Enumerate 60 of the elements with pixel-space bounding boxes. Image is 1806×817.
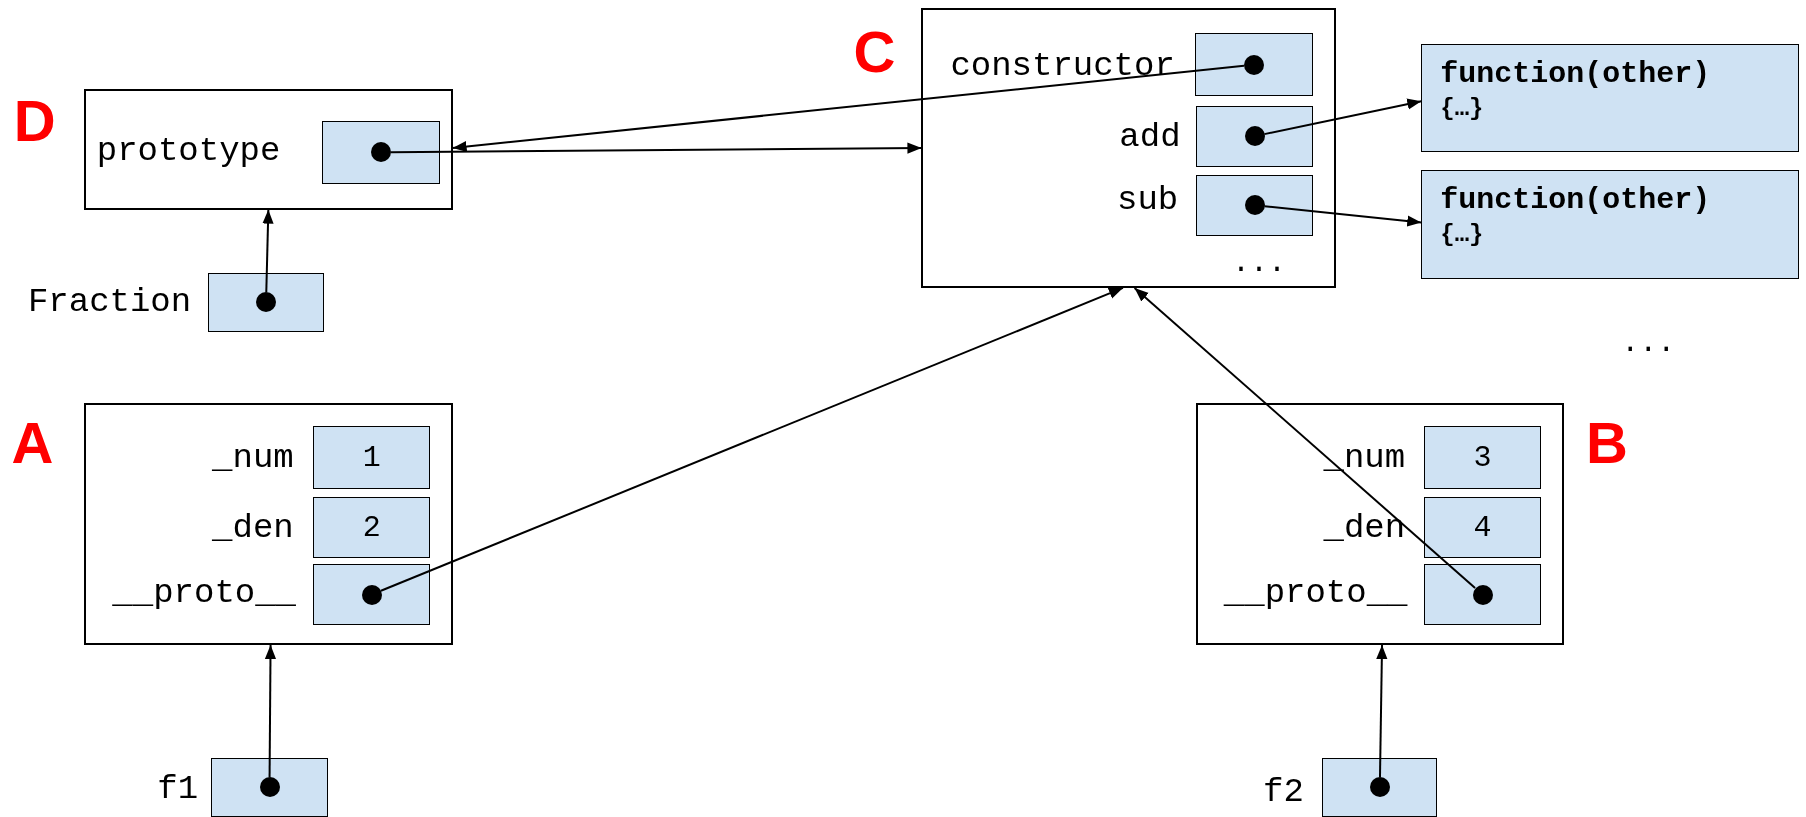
pointer-dot (1243, 54, 1264, 75)
pointer-arrow (451, 64, 1245, 153)
pointer-arrow (1133, 286, 1477, 589)
object-letter: B (1586, 414, 1628, 473)
value-slot: 2 (312, 497, 431, 559)
object-box (921, 8, 1337, 288)
field-name: __proto__ (1223, 576, 1408, 611)
value-slot: 3 (1424, 425, 1541, 490)
pointer-slot (208, 272, 324, 332)
field-name: _den (1323, 510, 1406, 545)
pointer-arrow (262, 208, 274, 294)
pointer-dot (1244, 195, 1265, 216)
function-signature: function(other) (1440, 56, 1711, 91)
field-name: f2 (1263, 775, 1304, 810)
pointer-slot (312, 564, 431, 626)
ellipsis-text: ... (1231, 247, 1286, 278)
field-name: add (1119, 120, 1181, 155)
pointer-dot (1472, 584, 1493, 605)
pointer-dot (370, 142, 391, 163)
value-slot: 4 (1424, 497, 1541, 559)
object-letter: D (13, 91, 56, 150)
function-box (1421, 43, 1800, 153)
function-box (1421, 170, 1800, 279)
object-box (84, 403, 453, 645)
pointer-dot (361, 584, 382, 605)
field-name: prototype (96, 133, 281, 168)
pointer-slot (1196, 174, 1313, 236)
ellipsis-text: ... (1621, 328, 1676, 359)
pointer-slot (1322, 757, 1438, 817)
pointer-dot (259, 777, 280, 798)
field-name: _num (1323, 441, 1406, 476)
object-box (84, 88, 453, 210)
field-name: Fraction (27, 284, 192, 319)
field-name: _den (212, 510, 294, 545)
field-name: constructor (950, 48, 1175, 83)
pointer-slot (1195, 33, 1313, 97)
pointer-arrow (1263, 98, 1423, 136)
object-letter: C (853, 22, 896, 81)
pointer-arrow (389, 142, 923, 154)
pointer-arrow (1376, 644, 1388, 779)
pointer-arrow (1263, 205, 1423, 227)
function-signature: function(other) (1440, 183, 1711, 218)
function-body: {…} (1440, 94, 1484, 122)
pointer-arrow (379, 286, 1124, 592)
field-name: sub (1117, 183, 1179, 218)
value-slot: 1 (312, 425, 431, 490)
pointer-arrow (264, 644, 277, 779)
object-box (1195, 403, 1565, 645)
function-body: {…} (1440, 221, 1484, 249)
field-name: _num (212, 441, 294, 476)
pointer-slot (210, 757, 329, 817)
pointer-dot (1369, 777, 1390, 798)
pointer-slot (322, 120, 440, 184)
pointer-slot (1196, 105, 1313, 167)
pointer-dot (256, 292, 277, 313)
object-letter: A (11, 414, 54, 473)
field-name: __proto__ (112, 576, 296, 611)
pointer-slot (1424, 564, 1541, 626)
field-name: f1 (157, 771, 199, 806)
pointer-dot (1244, 126, 1265, 147)
